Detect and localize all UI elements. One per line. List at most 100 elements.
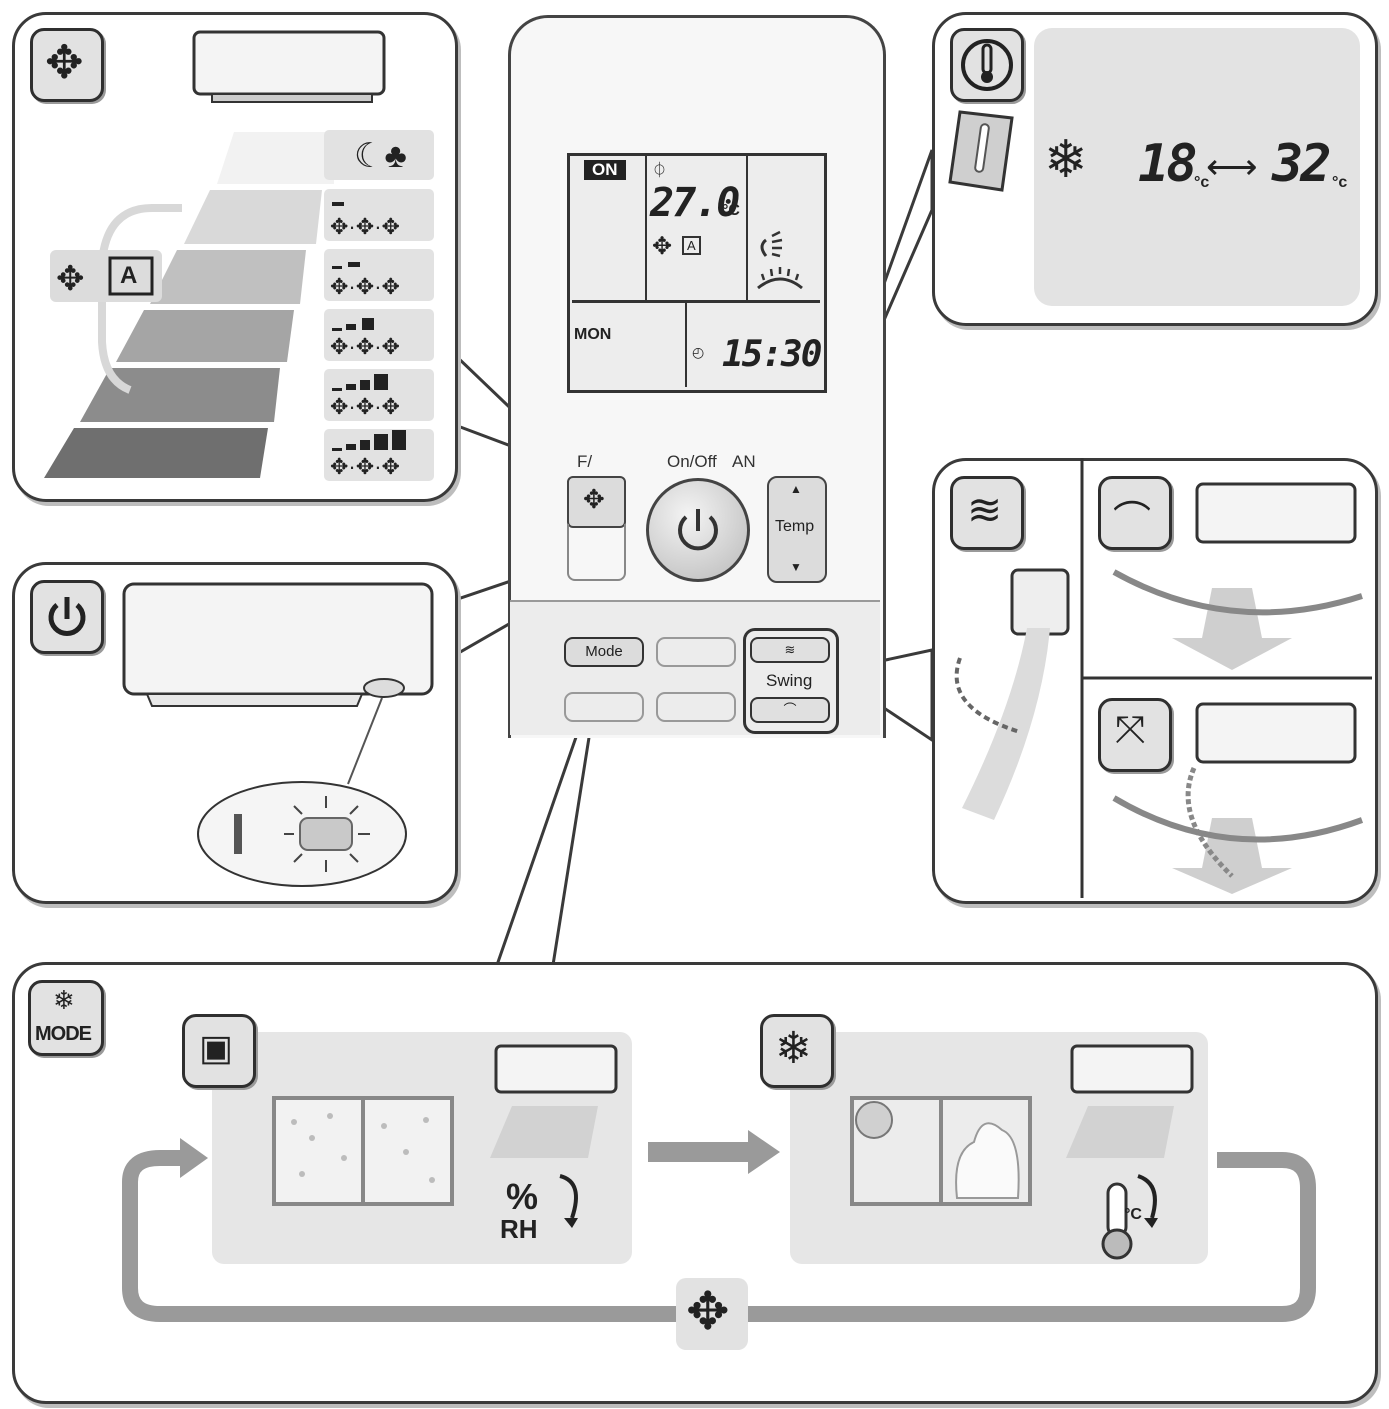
lcd-clock: 15:30 — [722, 334, 822, 375]
indicator-lamp — [363, 678, 405, 698]
fan-auto-fan-icon: ✥ — [56, 260, 85, 298]
temp-button[interactable]: ▲ Temp ▼ — [767, 476, 827, 583]
lcd-on-badge: ON — [584, 160, 626, 180]
mode-cycle-illustration — [122, 1032, 1316, 1350]
an-label: AN — [732, 452, 756, 471]
lcd-divider-v3 — [685, 303, 687, 387]
temp-up-icon: ▲ — [790, 482, 802, 496]
horizontal-swing-icon-box: ⌒ — [1098, 476, 1172, 550]
temp-range-max-unit: °c — [1332, 174, 1348, 191]
airflow-band-1 — [217, 132, 334, 184]
speed-5-tile — [324, 429, 434, 481]
swing-horizontal-button[interactable]: ⌒ — [750, 697, 830, 723]
fan-auto-badge: A — [120, 262, 138, 289]
mode-snowflake-icon: ❄ — [53, 985, 75, 1015]
lcd-screen: ON ⏀ 27.0 °C ✥ A MON ◴ 15:30 — [567, 153, 827, 393]
svg-text:✥·✥·✥: ✥·✥·✥ — [330, 214, 400, 239]
swing-illustration — [954, 458, 1372, 898]
lcd-power-indicator-icon: ⏀ — [652, 162, 668, 179]
ac-unit-combined — [1195, 702, 1357, 764]
fan-button-label: F/ — [577, 452, 593, 471]
dry-caption-rh: RH — [500, 1214, 538, 1244]
temp-button-label: Temp — [775, 518, 815, 535]
fan-icon-box: ✥ — [30, 28, 104, 102]
thermometer-icon-box — [950, 28, 1024, 102]
speed-4-tile — [324, 369, 434, 421]
onoff-button[interactable] — [646, 478, 750, 582]
lcd-divider-h — [572, 300, 820, 303]
indicator-lamp-glow — [299, 817, 353, 851]
ac-unit-dry — [494, 1044, 618, 1094]
dry-mode-icon-box: ▣ — [182, 1014, 256, 1088]
swing-label: Swing — [766, 671, 813, 690]
combined-airflow — [1172, 818, 1292, 894]
mode-transition-arrow — [648, 1130, 780, 1174]
mode-icon-label: MODE — [35, 1023, 92, 1045]
quiet-tile — [324, 130, 434, 180]
svg-text:✥·✥·✥: ✥·✥·✥ — [330, 274, 400, 299]
temp-range-max: 32 — [1272, 134, 1332, 194]
ac-unit-side — [1010, 568, 1070, 636]
fan-mode-icon: ✥ — [686, 1283, 730, 1341]
lcd-set-temperature: 27.0 — [650, 180, 740, 226]
lcd-clock-icon: ◴ — [692, 344, 705, 360]
cloud-icon — [955, 1122, 1020, 1199]
cool-snowflake-icon: ❄ — [1044, 131, 1088, 189]
dry-caption-percent: % — [506, 1176, 539, 1217]
fan-mode-badge — [676, 1278, 748, 1350]
cool-snowflake-icon: ❄ — [775, 1024, 812, 1073]
lcd-swing-icon — [757, 230, 803, 290]
fan-auto-tile — [50, 250, 162, 302]
power-illustration — [122, 582, 434, 887]
horizontal-airflow — [1172, 588, 1292, 670]
vertical-swing-icon: ≋ — [967, 486, 1003, 533]
mode-cycle-arrowhead — [180, 1138, 208, 1178]
mode-icon-box: ❄ MODE — [28, 980, 104, 1056]
blank-button-2[interactable] — [564, 692, 644, 722]
airflow-band-3 — [150, 250, 306, 304]
lcd-fan-auto-badge: A — [682, 236, 701, 255]
swing-button-group: ≋ Swing ⌒ — [743, 628, 839, 734]
lcd-fan-icon: ✥ — [652, 233, 673, 260]
airflow-band-5 — [80, 368, 280, 422]
temperature-range-display: ❄ 18 °c ⟷ 32 °c — [1034, 28, 1360, 306]
ac-unit-horizontal — [1195, 482, 1357, 544]
fan-button[interactable]: ✥ — [567, 476, 626, 528]
vertical-airflow — [962, 628, 1050, 820]
combined-swing-icon-box: ⤧ — [1098, 698, 1172, 772]
svg-text:✥·✥·✥: ✥·✥·✥ — [330, 454, 400, 479]
thermometer-icon — [961, 39, 1013, 91]
airflow-band-2 — [184, 190, 322, 244]
airflow-band-6 — [44, 428, 268, 478]
mode-button[interactable]: Mode — [564, 637, 644, 667]
power-icon-box — [30, 580, 104, 654]
speed-3-tile — [324, 309, 434, 361]
fan-speed-illustration: ☾♣ ✥·✥·✥ ✥·✥·✥ ✥·✥·✥ ✥·✥·✥ ✥·✥·✥ ✥ — [44, 30, 434, 481]
swing-vertical-button[interactable]: ≋ — [750, 637, 830, 663]
mode-button-label: Mode — [585, 643, 623, 660]
speed-1-tile — [324, 189, 434, 241]
droplets-icon: ▣ — [199, 1027, 234, 1068]
ac-unit-cool — [1070, 1044, 1194, 1094]
thermometer-card — [948, 110, 1014, 192]
vertical-swing-icon-box: ≋ — [950, 476, 1024, 550]
ac-unit — [192, 30, 386, 96]
quiet-moon-tree-icon: ☾♣ — [354, 137, 407, 175]
temp-range-min-unit: °c — [1194, 174, 1210, 191]
svg-text:✥·✥·✥: ✥·✥·✥ — [330, 394, 400, 419]
fan-icon: ✥ — [583, 484, 605, 514]
horizontal-swing-icon: ⌒ — [1113, 500, 1152, 542]
fan-icon: ✥ — [45, 36, 84, 88]
combined-swing-icon: ⤧ — [1115, 709, 1146, 751]
lcd-divider-v1 — [645, 156, 647, 300]
airflow-band-4 — [116, 310, 294, 362]
svg-text:✥·✥·✥: ✥·✥·✥ — [330, 334, 400, 359]
onoff-button-label: On/Off — [667, 452, 717, 471]
temp-range-min: 18 — [1138, 134, 1198, 194]
ac-unit-large — [122, 582, 434, 696]
blank-button-3[interactable] — [656, 692, 736, 722]
blank-button-1[interactable] — [656, 637, 736, 667]
fan-button-lower — [567, 524, 626, 581]
lcd-temp-unit: °C — [722, 202, 740, 219]
cool-caption-unit: °C — [1124, 1206, 1142, 1223]
